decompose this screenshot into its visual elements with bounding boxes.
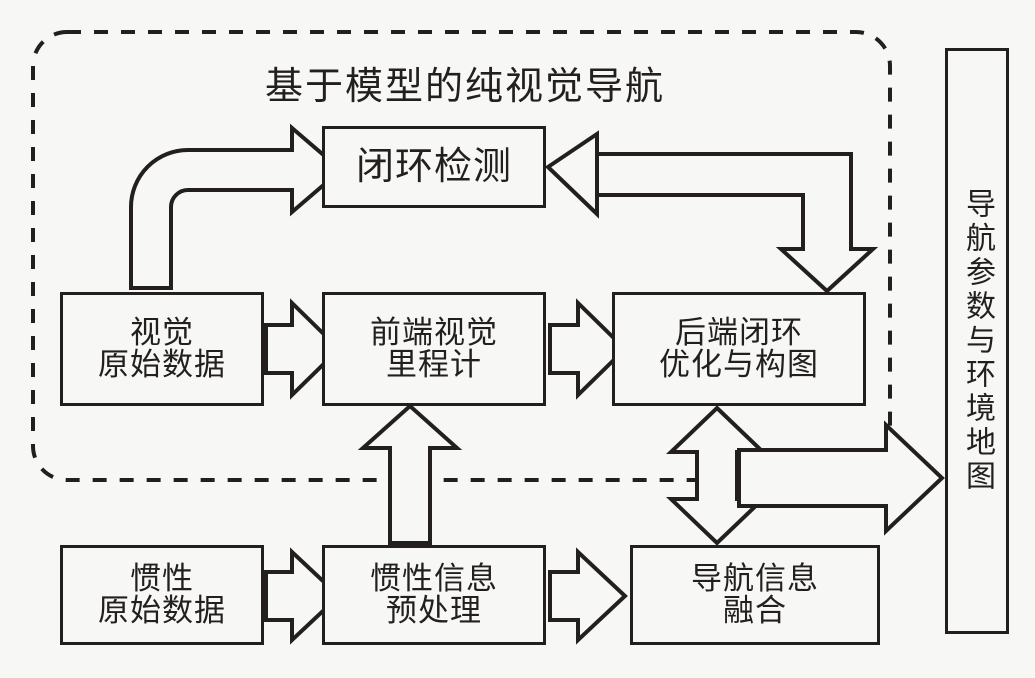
node-navigation-info-fusion[interactable]: 导航信息 融合 (630, 545, 880, 645)
node-label-line: 导航信息 (691, 561, 819, 597)
node-navigation-params-environment-map[interactable]: 导航参数与环境地图 (945, 48, 1009, 634)
arrow-frontend-to-backend (548, 298, 628, 400)
node-label-line: 原始数据 (98, 593, 226, 628)
node-inertial-raw-data[interactable]: 惯性 原始数据 (60, 545, 264, 645)
node-visual-raw-data[interactable]: 视觉 原始数据 (60, 292, 264, 406)
node-back-end-loop-optimization-mapping[interactable]: 后端闭环 优化与构图 (612, 292, 866, 406)
arrow-preprocessing-to-frontend (357, 403, 463, 545)
node-label-line: 融合 (723, 593, 787, 628)
node-label-line: 惯性 (130, 561, 194, 597)
arrow-fusion-to-output-panel (737, 420, 945, 536)
node-label-line: 闭环检测 (355, 145, 512, 188)
arrow-visual-raw-to-loop-closure (129, 123, 345, 290)
node-label-line: 前端视觉 (370, 315, 498, 351)
node-inertial-info-preprocessing[interactable]: 惯性信息 预处理 (322, 545, 546, 645)
node-label-line: 预处理 (386, 593, 482, 628)
node-label-line: 优化与构图 (659, 347, 819, 382)
node-label-line: 惯性信息 (370, 561, 498, 597)
node-label-line: 里程计 (386, 347, 482, 382)
group-title: 基于模型的纯视觉导航 (265, 66, 666, 108)
node-label-line: 原始数据 (98, 347, 226, 382)
arrow-inertial-raw-to-preprocessing (264, 547, 342, 645)
node-front-end-visual-odometry[interactable]: 前端视觉 里程计 (322, 292, 546, 406)
node-label-line: 视觉 (130, 315, 194, 351)
node-label-line: 后端闭环 (675, 315, 803, 351)
model-based-visual-navigation-boundary (31, 30, 892, 482)
arrow-loop-closure-to-backend (595, 152, 879, 294)
node-loop-closure-detection[interactable]: 闭环检测 (322, 126, 546, 208)
arrow-preprocessing-to-fusion (548, 547, 628, 645)
arrow-visual-raw-to-frontend (264, 298, 342, 400)
output-panel-label: 导航参数与环境地图 (961, 188, 994, 494)
